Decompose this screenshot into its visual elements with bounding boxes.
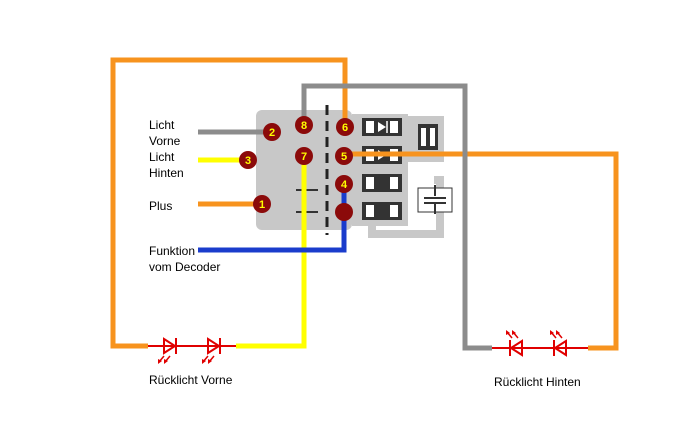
svg-text:6: 6 xyxy=(342,122,348,134)
led-icon xyxy=(549,329,571,357)
svg-text:1: 1 xyxy=(259,199,265,211)
orange-wire-rear xyxy=(344,151,619,351)
label-licht-hinten: Licht Hinten xyxy=(149,150,184,180)
svg-text:3: 3 xyxy=(245,155,251,167)
svg-text:4: 4 xyxy=(341,179,348,191)
svg-text:8: 8 xyxy=(301,120,307,132)
capacitor-icon xyxy=(417,185,453,214)
pad-3: 3 xyxy=(239,151,257,169)
led-icon xyxy=(505,329,527,357)
label-licht-vorne: Licht Vorne xyxy=(149,118,181,148)
led-icon xyxy=(201,337,225,365)
pad-unlabeled xyxy=(335,203,353,221)
label-ruecklicht-vorne: Rücklicht Vorne xyxy=(149,373,233,387)
pad-7: 7 xyxy=(295,147,313,165)
pad-5: 5 xyxy=(335,147,353,165)
yellow-wire-front xyxy=(236,155,307,349)
gray-wire-rear xyxy=(301,83,492,351)
orange-wire-front xyxy=(110,57,348,349)
pad-8: 8 xyxy=(295,116,313,134)
led-icon xyxy=(157,337,181,365)
pad-2: 2 xyxy=(263,123,281,141)
svg-text:2: 2 xyxy=(269,127,275,139)
svg-text:5: 5 xyxy=(341,151,347,163)
front-leds xyxy=(148,337,236,365)
label-ruecklicht-hinten: Rücklicht Hinten xyxy=(494,375,581,389)
label-plus: Plus xyxy=(149,199,173,213)
board-components xyxy=(296,118,453,220)
pad-6: 6 xyxy=(336,118,354,136)
label-funktion: Funktion vom Decoder xyxy=(149,244,221,274)
svg-text:7: 7 xyxy=(301,151,307,163)
pad-4: 4 xyxy=(335,175,353,193)
solder-pads: 1 2 3 4 5 6 7 8 xyxy=(239,116,354,221)
pad-1: 1 xyxy=(253,195,271,213)
diode-icon xyxy=(378,121,388,133)
rear-leds xyxy=(492,329,588,357)
